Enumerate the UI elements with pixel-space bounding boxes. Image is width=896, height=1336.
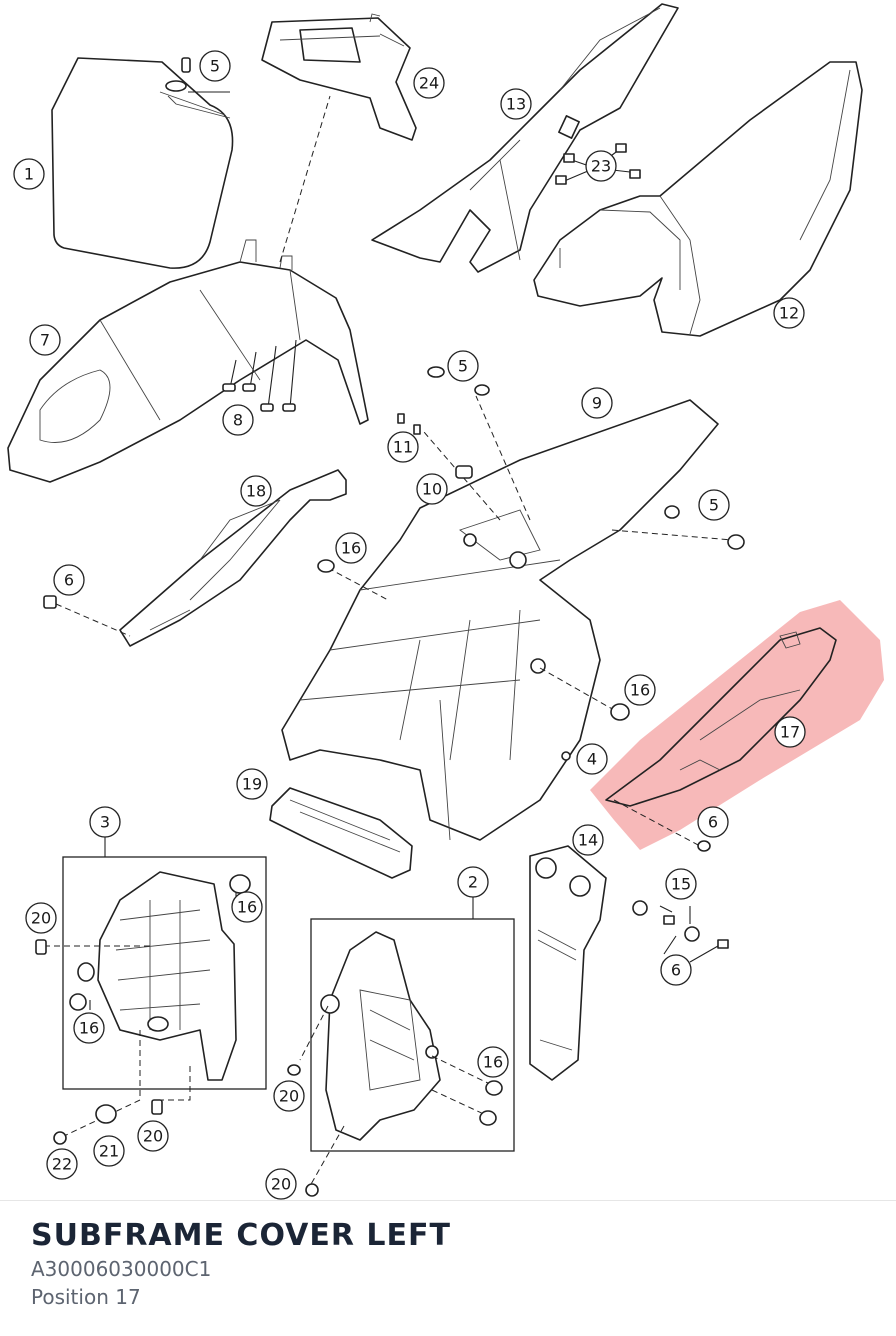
svg-text:20: 20: [143, 1127, 163, 1146]
callout-16[interactable]: 16: [231, 891, 263, 923]
callout-16[interactable]: 16: [335, 532, 367, 564]
svg-text:19: 19: [242, 775, 262, 794]
hardware: [35, 57, 745, 1197]
callout-10[interactable]: 10: [416, 473, 448, 505]
part-number: A30006030000C1: [31, 1257, 212, 1281]
part-name: SUBFRAME COVER LEFT: [31, 1218, 451, 1253]
part-3-airbox-cover[interactable]: [97, 871, 237, 1081]
callout-11[interactable]: 11: [387, 431, 419, 463]
svg-text:20: 20: [271, 1175, 291, 1194]
part-18-subframe-cover[interactable]: [119, 469, 347, 647]
callout-20[interactable]: 20: [25, 902, 57, 934]
svg-text:6: 6: [671, 961, 681, 980]
exploded-parts-diagram: 1 5 24 13 23 12 7 8 5 11 9 10 5 18 16 6 …: [7, 3, 884, 1200]
callout-18[interactable]: 18: [240, 475, 272, 507]
part-1-number-plate[interactable]: [51, 57, 234, 269]
svg-text:13: 13: [506, 95, 526, 114]
svg-text:7: 7: [40, 331, 50, 350]
callout-4[interactable]: 4: [576, 743, 608, 775]
callout-20[interactable]: 20: [273, 1080, 305, 1112]
part-17-subframe-cover-left[interactable]: [590, 600, 884, 850]
svg-text:5: 5: [210, 57, 220, 76]
part-9-rear-fender[interactable]: [281, 399, 719, 841]
callout-15[interactable]: 15: [665, 868, 697, 900]
callout-7[interactable]: 7: [29, 324, 61, 356]
callout-1[interactable]: 1: [13, 158, 45, 190]
callout-group: 1 5 24 13 23 12 7 8 5 11 9 10 5 18 16 6 …: [13, 50, 806, 1200]
svg-text:15: 15: [671, 875, 691, 894]
svg-text:4: 4: [587, 750, 597, 769]
callout-21[interactable]: 21: [93, 1135, 125, 1167]
svg-text:5: 5: [709, 496, 719, 515]
callout-16[interactable]: 16: [477, 1046, 509, 1078]
part-8-screws[interactable]: [222, 339, 297, 412]
callout-6[interactable]: 6: [53, 564, 85, 596]
callout-20[interactable]: 20: [137, 1120, 169, 1152]
svg-text:17: 17: [780, 723, 800, 742]
callout-20[interactable]: 20: [265, 1168, 297, 1200]
svg-text:10: 10: [422, 480, 442, 499]
svg-text:20: 20: [279, 1087, 299, 1106]
callout-3[interactable]: 3: [89, 806, 121, 838]
svg-text:5: 5: [458, 357, 468, 376]
svg-text:18: 18: [246, 482, 266, 501]
part-14-mud-flap[interactable]: [529, 845, 607, 1081]
svg-text:21: 21: [99, 1142, 119, 1161]
callout-23[interactable]: 23: [585, 150, 617, 182]
part-13-tank-spoiler[interactable]: [371, 3, 679, 273]
callout-16[interactable]: 16: [73, 1012, 105, 1044]
svg-text:2: 2: [468, 873, 478, 892]
svg-text:3: 3: [100, 813, 110, 832]
callout-14[interactable]: 14: [572, 824, 604, 856]
svg-text:6: 6: [64, 571, 74, 590]
assembly-box-2: [310, 896, 515, 1152]
part-12-side-panel[interactable]: [533, 61, 863, 337]
part-position: Position 17: [31, 1285, 141, 1309]
svg-text:12: 12: [779, 304, 799, 323]
callout-24[interactable]: 24: [413, 67, 445, 99]
svg-text:16: 16: [630, 681, 650, 700]
svg-text:16: 16: [483, 1053, 503, 1072]
part-2-filter-cover[interactable]: [320, 931, 441, 1141]
svg-text:20: 20: [31, 909, 51, 928]
callout-2[interactable]: 2: [457, 866, 489, 898]
callout-5[interactable]: 5: [447, 350, 479, 382]
callout-5[interactable]: 5: [199, 50, 231, 82]
svg-text:22: 22: [52, 1155, 72, 1174]
callout-5[interactable]: 5: [698, 489, 730, 521]
callout-9[interactable]: 9: [581, 387, 613, 419]
callout-8[interactable]: 8: [222, 404, 254, 436]
svg-text:11: 11: [393, 438, 413, 457]
callout-22[interactable]: 22: [46, 1148, 78, 1180]
callout-17[interactable]: 17: [774, 716, 806, 748]
callout-19[interactable]: 19: [236, 768, 268, 800]
svg-text:23: 23: [591, 157, 611, 176]
part-19-strip[interactable]: [269, 787, 413, 879]
assembly-box-3: [62, 834, 267, 1090]
svg-text:9: 9: [592, 394, 602, 413]
part-7-front-fender[interactable]: [7, 239, 369, 483]
callout-13[interactable]: 13: [500, 88, 532, 120]
callout-6[interactable]: 6: [660, 954, 692, 986]
callout-12[interactable]: 12: [773, 297, 805, 329]
svg-text:16: 16: [237, 898, 257, 917]
callout-6[interactable]: 6: [697, 806, 729, 838]
part-24-headlight-mask[interactable]: [261, 13, 417, 141]
svg-text:16: 16: [79, 1019, 99, 1038]
svg-text:16: 16: [341, 539, 361, 558]
svg-text:14: 14: [578, 831, 598, 850]
callout-16[interactable]: 16: [624, 674, 656, 706]
svg-text:24: 24: [419, 74, 439, 93]
part-info-panel: SUBFRAME COVER LEFT A30006030000C1 Posit…: [0, 1200, 896, 1336]
svg-text:8: 8: [233, 411, 243, 430]
svg-text:6: 6: [708, 813, 718, 832]
svg-text:1: 1: [24, 165, 34, 184]
